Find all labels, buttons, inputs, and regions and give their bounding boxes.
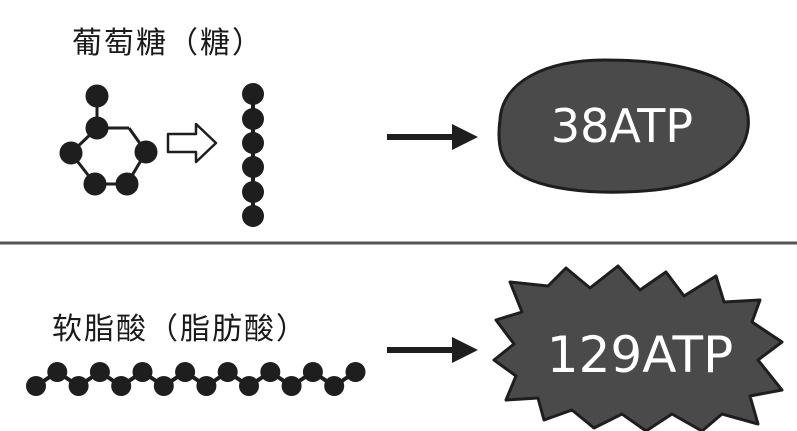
hollow-arrow-icon — [166, 122, 218, 164]
chain-bond — [34, 369, 357, 389]
glucose-result-blob: 38ATP — [497, 58, 750, 194]
glucose-result-text: 38ATP — [551, 99, 693, 153]
solid-arrow-icon — [387, 124, 478, 150]
chain-atom — [111, 376, 132, 396]
glucose-label: 葡萄糖（糖） — [72, 26, 264, 61]
chain-atom — [281, 376, 302, 396]
chain-atom — [196, 376, 217, 396]
chain-atom — [239, 376, 259, 396]
fatty-acid-result-text: 129ATP — [547, 326, 733, 384]
fatty-acid-label: 软脂酸（脂肪酸） — [52, 312, 308, 347]
chain-atom — [132, 362, 153, 382]
chain-atom — [47, 362, 68, 382]
chain-atom — [302, 362, 323, 382]
chain-atom — [153, 376, 174, 396]
chain-atom — [68, 376, 89, 396]
chain-atom — [260, 362, 281, 382]
zigzag-chain-molecule-icon — [26, 362, 366, 396]
fatty-acid-result-burst: 129ATP — [492, 264, 784, 431]
chain-atom — [89, 362, 110, 382]
chain-atom — [345, 362, 366, 382]
chain-atom — [217, 362, 238, 382]
chain-atom — [175, 362, 196, 382]
hexagon-ring-molecule-icon — [59, 84, 158, 196]
solid-arrow-icon — [387, 337, 478, 363]
chain-atom — [324, 376, 345, 396]
vertical-chain-molecule-icon — [242, 83, 264, 227]
chain-atom — [26, 376, 46, 396]
